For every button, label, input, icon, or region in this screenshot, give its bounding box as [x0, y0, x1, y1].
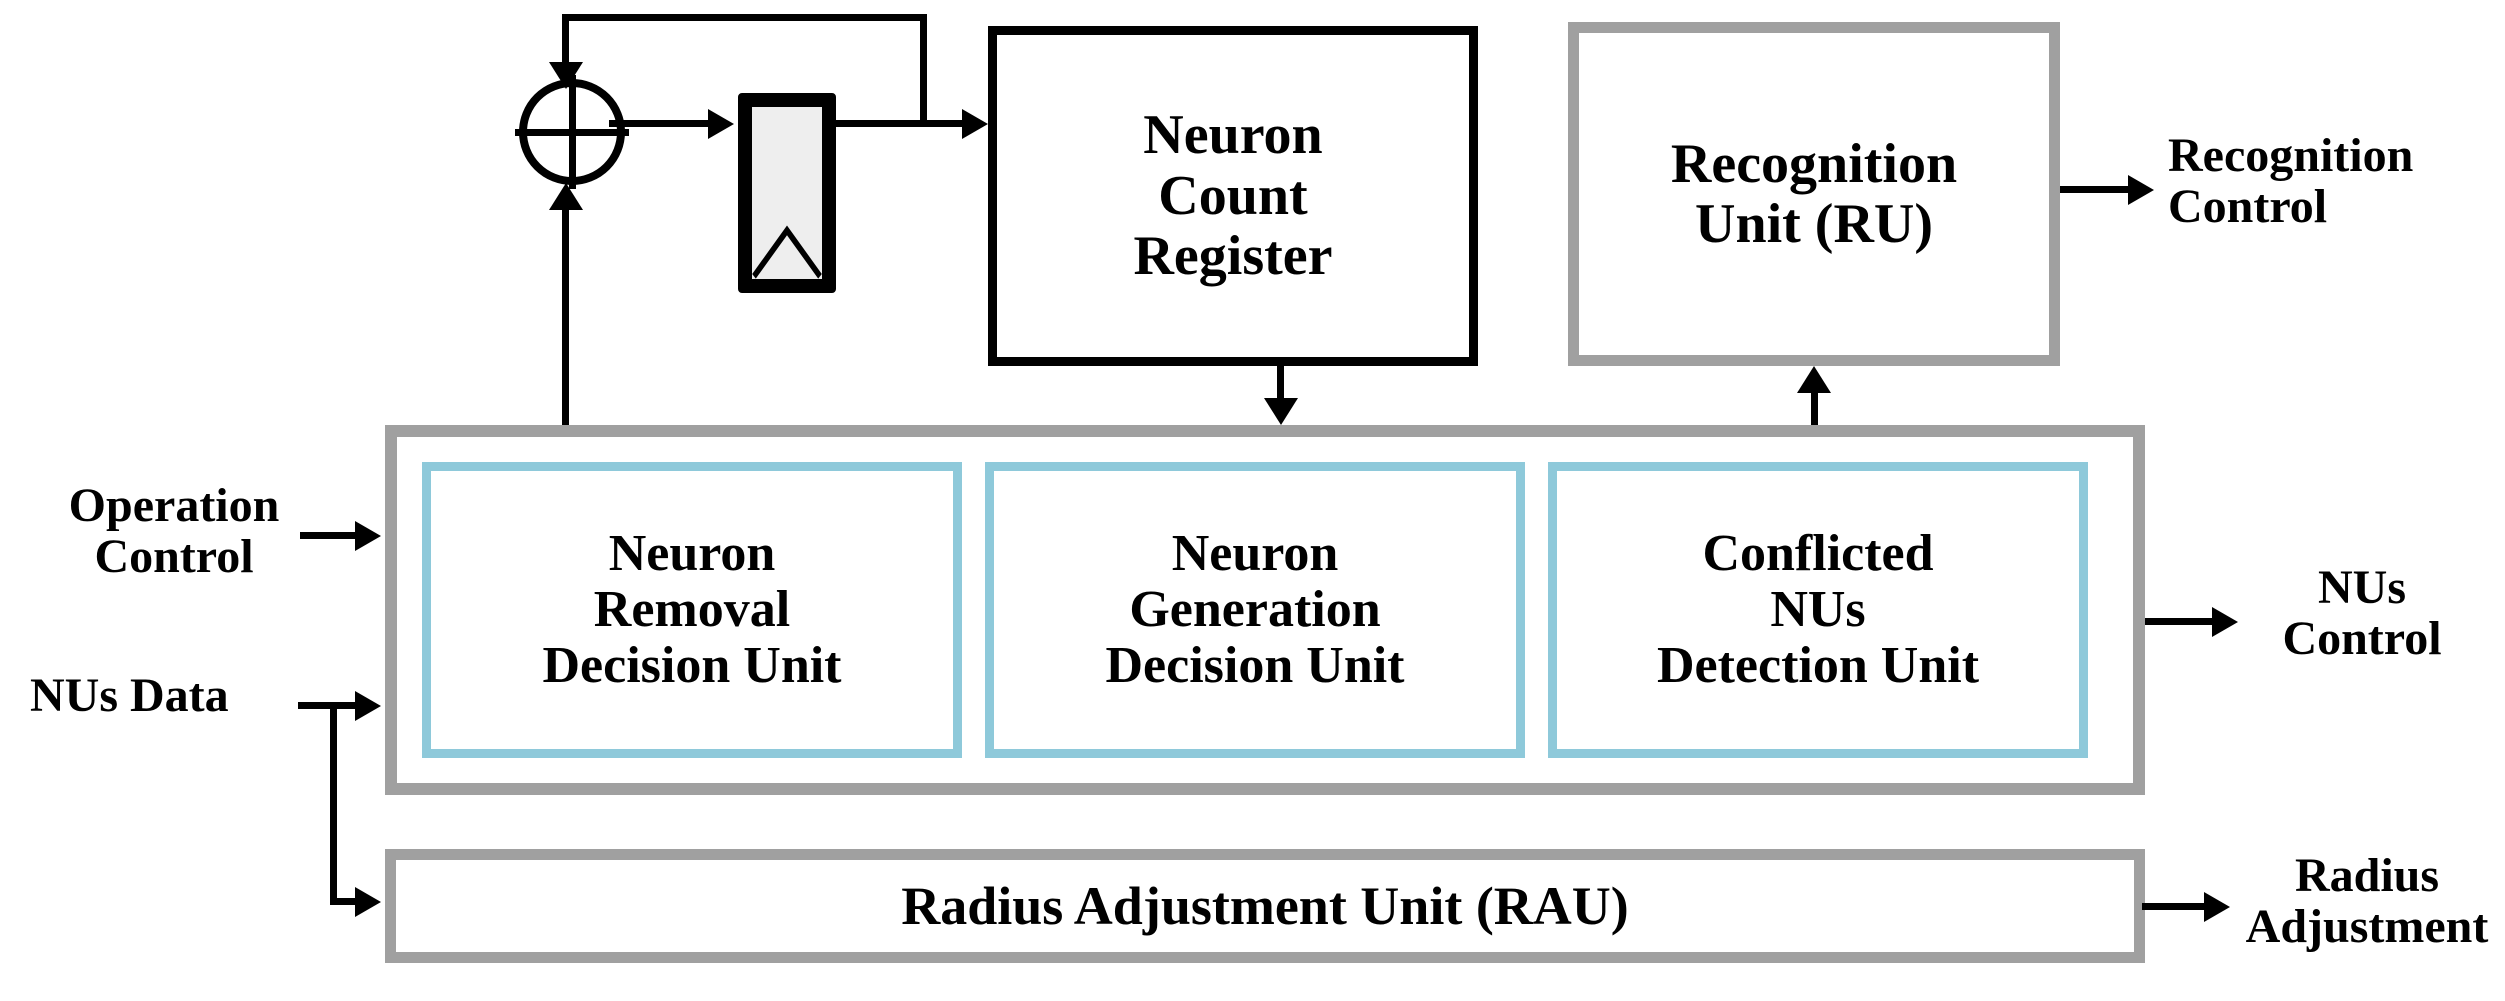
wire-feedback-top — [562, 14, 927, 21]
decision-units-container: Neuron Removal Decision Unit Neuron Gene… — [385, 425, 2145, 795]
arrow-ncr-into-container — [1264, 398, 1298, 425]
block-neuron-count-register[interactable]: Neuron Count Register — [988, 26, 1478, 366]
block-conflicted-nus-detection-unit-label: Conflicted NUs Detection Unit — [1656, 524, 1980, 695]
wire-nus-control — [2145, 618, 2223, 625]
register-symbol — [738, 93, 836, 293]
arrow-nus-data-into-rau — [355, 887, 381, 917]
arrow-into-register — [708, 109, 734, 139]
wire-feedback-down — [562, 14, 569, 76]
block-neuron-generation-decision-unit[interactable]: Neuron Generation Decision Unit — [985, 462, 1525, 758]
block-recognition-unit-label: Recognition Unit (RU) — [1670, 132, 1958, 255]
arrow-nus-control — [2212, 607, 2238, 637]
block-conflicted-nus-detection-unit[interactable]: Conflicted NUs Detection Unit — [1548, 462, 2088, 758]
adder-cross-vertical — [569, 75, 576, 189]
wire-ru-to-recognition-control — [2060, 186, 2138, 193]
label-recognition-control: Recognition Control — [2168, 129, 2414, 234]
arrow-operation-control — [355, 521, 381, 551]
register-clock-triangle — [752, 225, 822, 279]
wire-register-out — [836, 120, 974, 127]
label-radius-adjustment: Radius Adjustment — [2245, 849, 2489, 954]
wire-nus-data-branch-down — [330, 702, 337, 904]
wire-operation-control — [300, 532, 362, 539]
label-nus-control: NUs Control — [2282, 561, 2442, 666]
block-neuron-generation-decision-unit-label: Neuron Generation Decision Unit — [1105, 524, 1405, 695]
block-neuron-removal-decision-unit[interactable]: Neuron Removal Decision Unit — [422, 462, 962, 758]
wire-radius-adjustment — [2142, 903, 2214, 910]
arrow-into-recognition-unit — [1797, 366, 1831, 393]
wire-feedback-right — [920, 14, 927, 126]
wire-adder-to-register — [609, 120, 713, 127]
block-radius-adjustment-unit[interactable]: Radius Adjustment Unit (RAU) — [385, 849, 2145, 963]
adder-symbol — [515, 75, 629, 189]
block-neuron-removal-decision-unit-label: Neuron Removal Decision Unit — [542, 524, 842, 695]
arrow-nus-data-to-container — [355, 691, 381, 721]
wire-container-to-ru — [1811, 392, 1818, 430]
arrow-radius-adjustment — [2204, 892, 2230, 922]
block-neuron-count-register-label: Neuron Count Register — [1133, 104, 1333, 288]
arrow-into-adder-bottom — [549, 183, 583, 210]
label-nus-data: NUs Data — [30, 669, 229, 722]
wire-container-to-adder — [562, 210, 569, 430]
wire-nus-data-to-rau — [330, 898, 366, 905]
block-recognition-unit[interactable]: Recognition Unit (RU) — [1568, 22, 2060, 366]
arrow-recognition-control — [2128, 175, 2154, 205]
block-radius-adjustment-unit-label: Radius Adjustment Unit (RAU) — [901, 875, 1629, 936]
label-operation-control: Operation Control — [68, 479, 280, 584]
arrow-into-neuron-count-register — [962, 109, 988, 139]
wire-ncr-to-container — [1277, 366, 1284, 402]
